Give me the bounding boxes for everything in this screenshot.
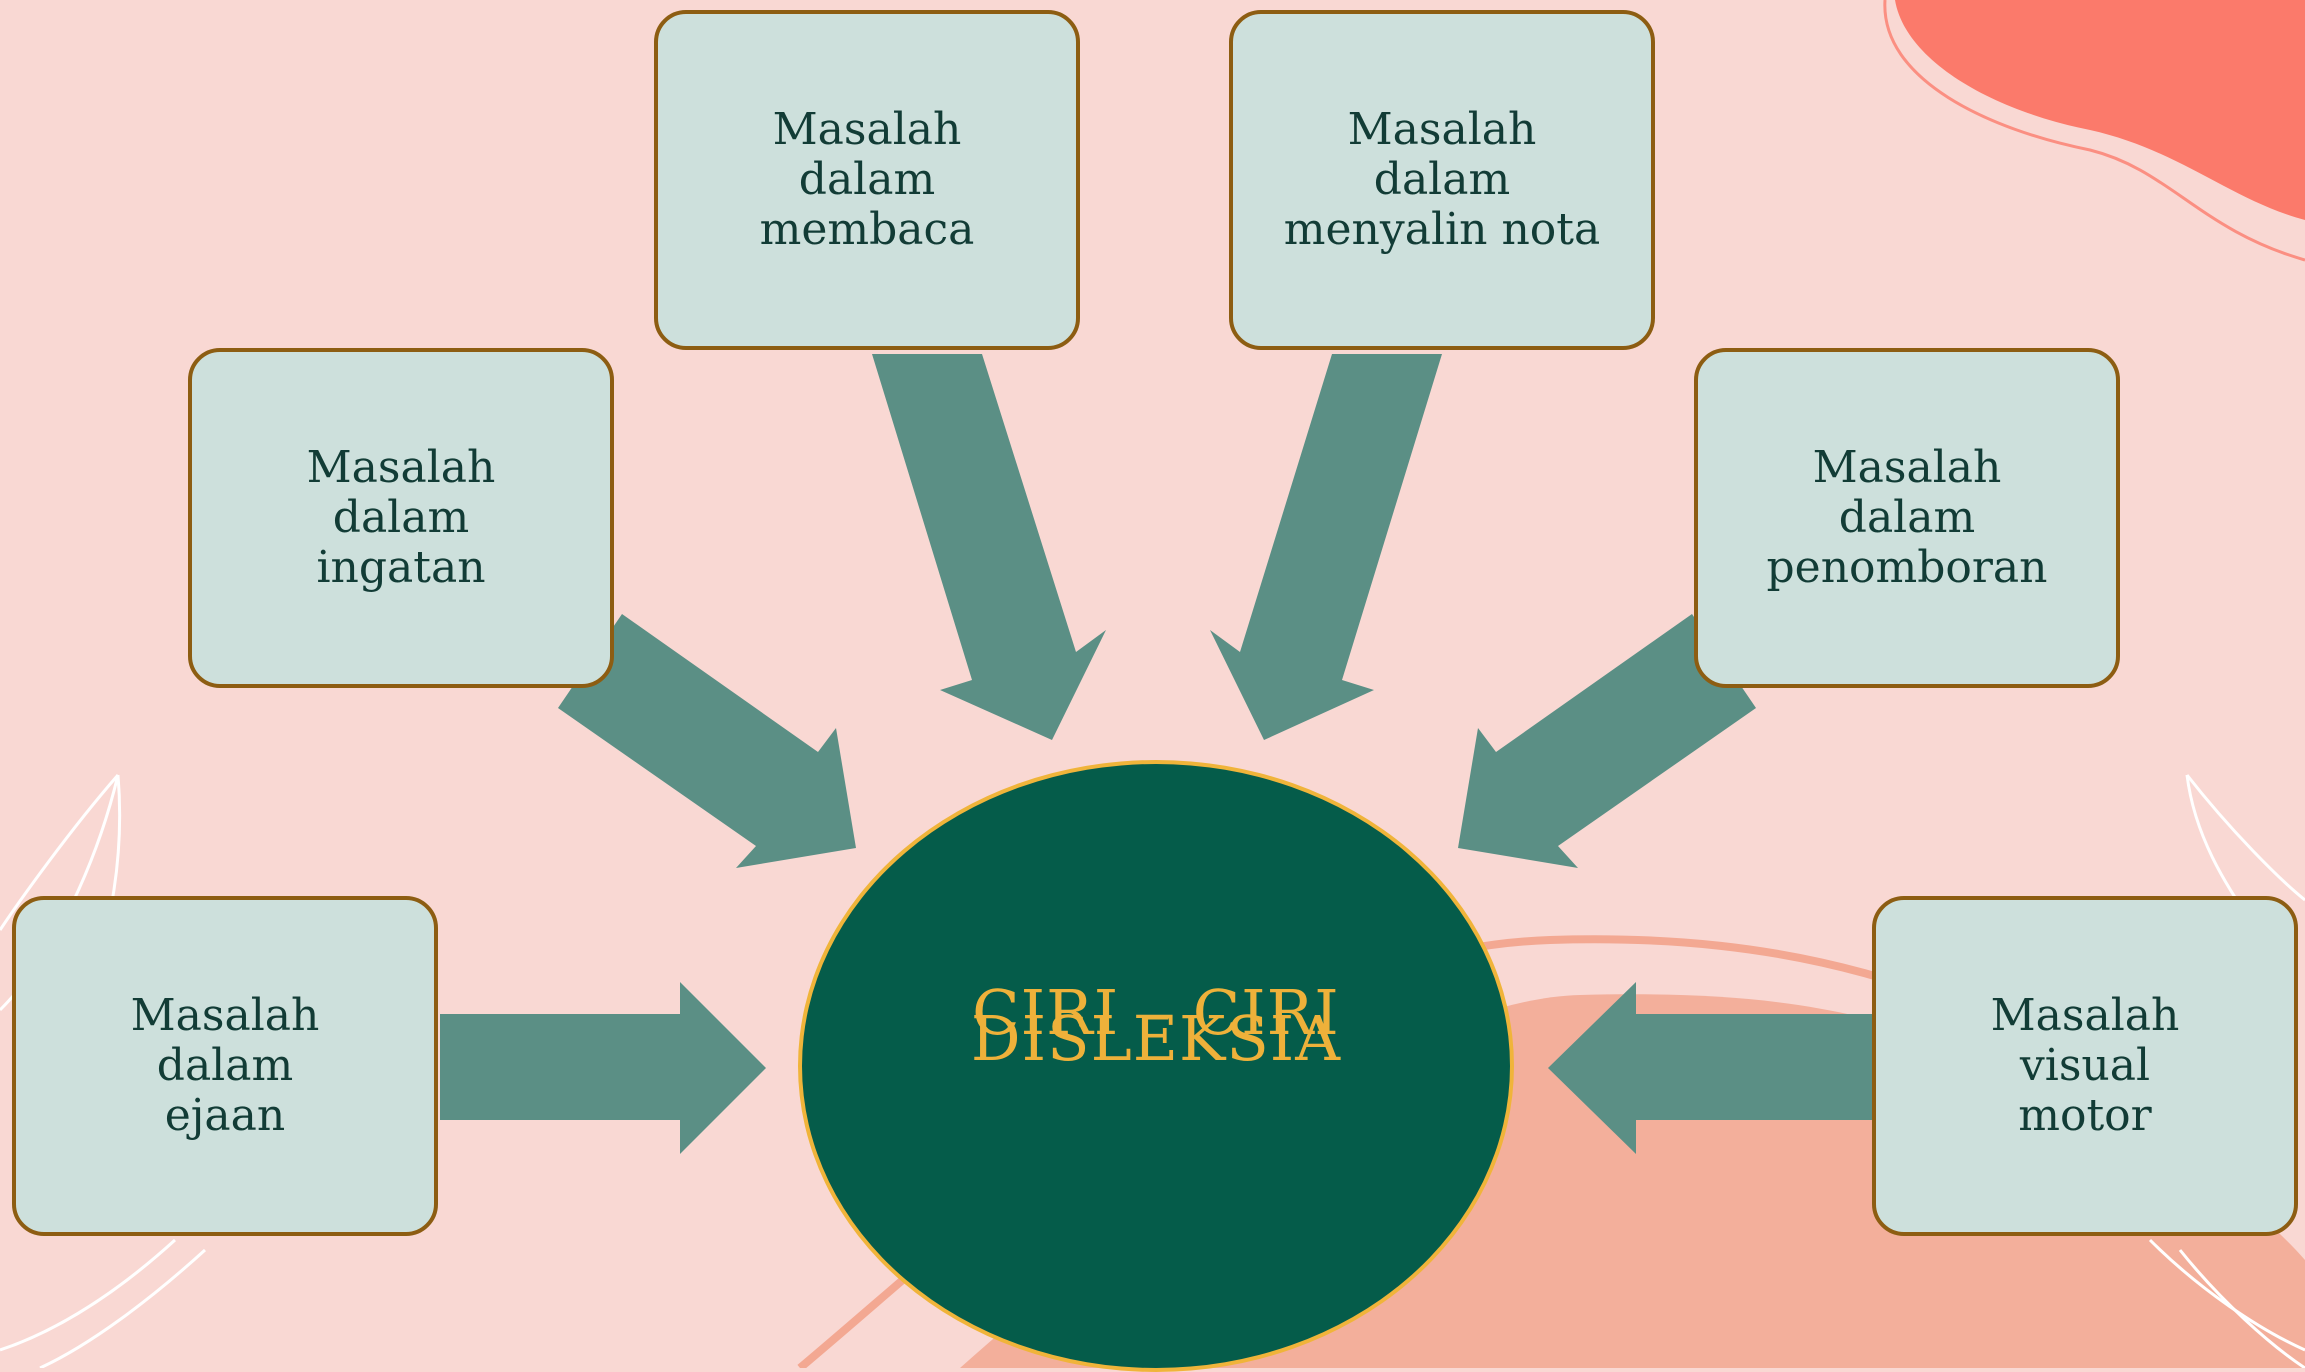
center-title-line1: CIRI – CIRI xyxy=(972,976,1340,1049)
box-line1: Masalah dalam xyxy=(130,990,320,1091)
arrow-menyalin-nota xyxy=(1210,354,1442,740)
center-title-line2: DISLEKSIA xyxy=(970,1002,1342,1075)
box-line2: penomboran xyxy=(1766,542,2048,593)
box-line2: ingatan xyxy=(316,542,486,593)
box-line2: ejaan xyxy=(164,1090,286,1141)
box-line1: Masalah dalam xyxy=(772,104,962,205)
box-line2: motor xyxy=(2018,1090,2152,1141)
box-line2: membaca xyxy=(759,204,975,255)
leaf-right-outline xyxy=(2148,774,2305,1368)
center-title: CIRI – CIRI DISLEKSIA xyxy=(971,980,1341,1072)
arrow-ejaan xyxy=(440,982,766,1154)
arrow-visual-motor xyxy=(1548,982,1872,1154)
center-ellipse: CIRI – CIRI DISLEKSIA xyxy=(798,760,1514,1372)
box-line2: menyalin nota xyxy=(1283,204,1601,255)
coral-blob-outline xyxy=(1883,0,2305,262)
arrow-membaca xyxy=(872,354,1106,740)
coral-blob xyxy=(1895,0,2305,220)
arrow-penomboran xyxy=(1458,614,1756,868)
arrows xyxy=(440,354,1872,1154)
box-line1: Masalah dalam xyxy=(1812,442,2002,543)
box-line1: Masalah dalam xyxy=(306,442,496,543)
box-line1: Masalah dalam xyxy=(1347,104,1537,205)
arrow-ingatan xyxy=(558,614,856,868)
box-line1: Masalah visual xyxy=(1990,990,2180,1091)
